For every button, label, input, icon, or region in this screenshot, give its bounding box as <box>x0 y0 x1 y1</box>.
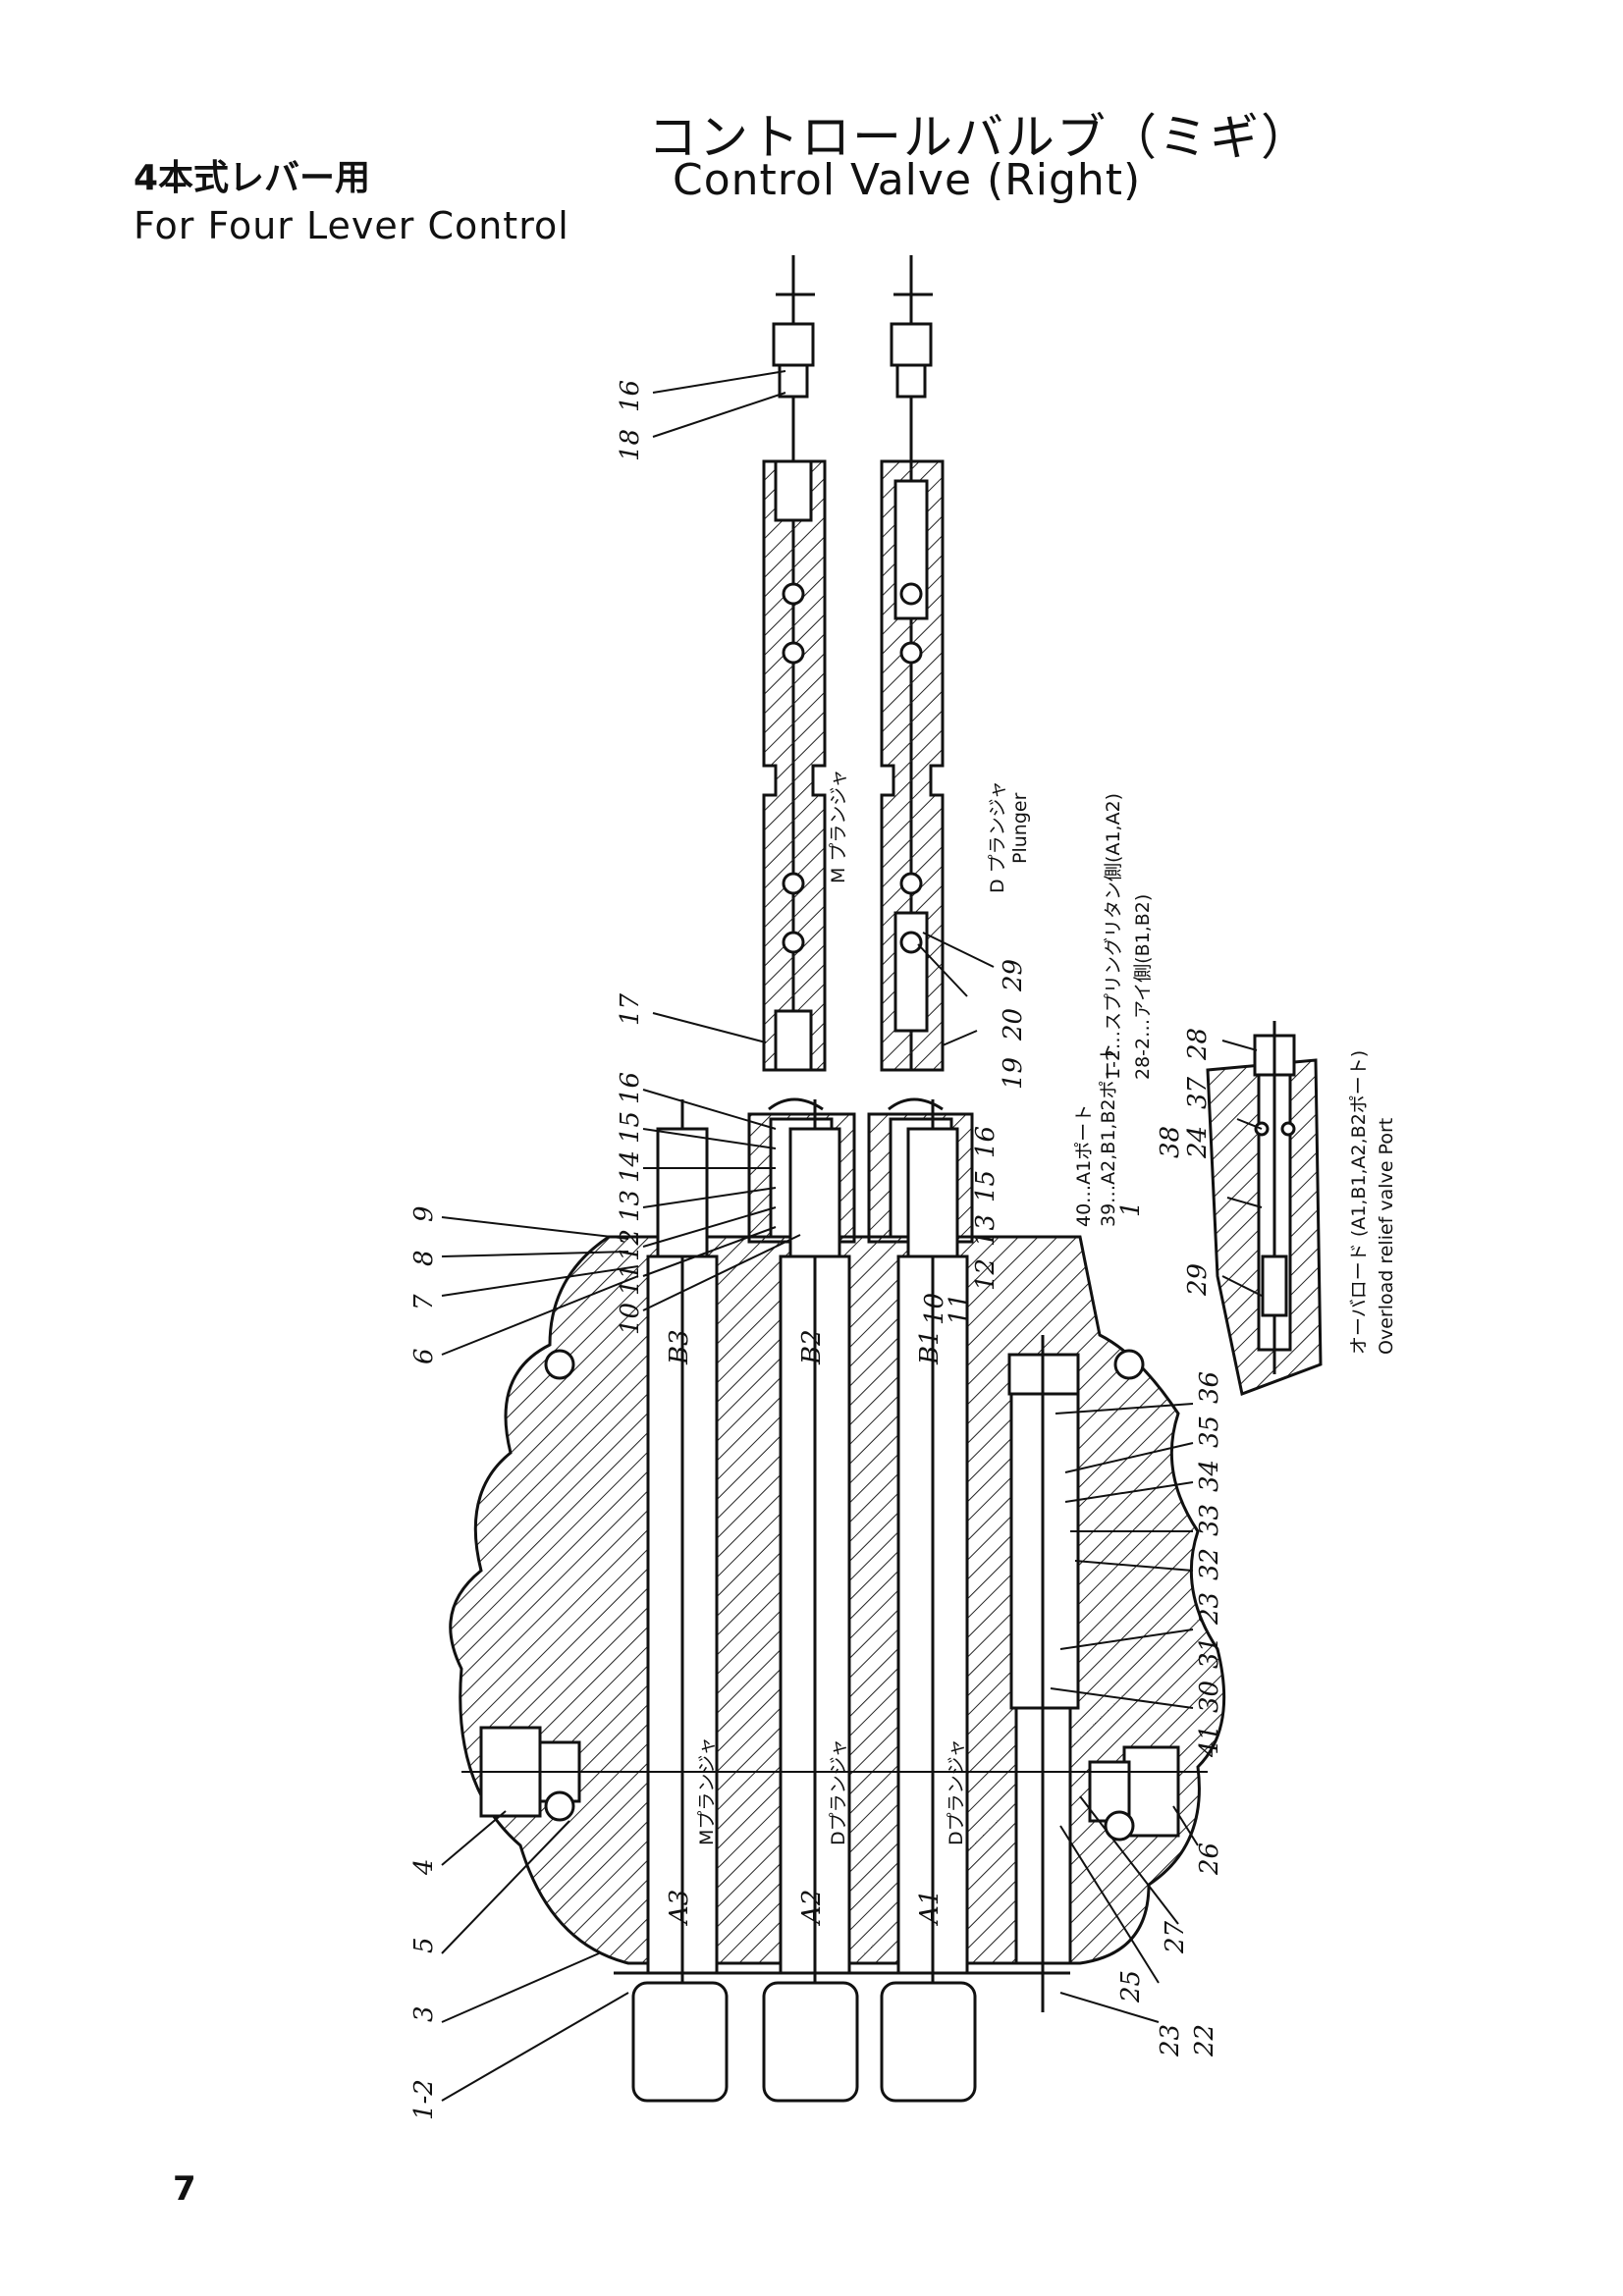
body-callout-27: 27 <box>1161 1920 1190 1954</box>
body-callout-30: 30 <box>1195 1681 1224 1713</box>
body-callout-32: 32 <box>1195 1548 1224 1580</box>
body-callout-23-bottom: 23 <box>1156 2024 1185 2057</box>
body-callout-23-top: 23 <box>1195 1592 1224 1626</box>
relief-callout-37: 37 <box>1183 1076 1213 1109</box>
page-title-english: Control Valve (Right) <box>673 155 1142 205</box>
m-plunger-drawing <box>762 459 827 1072</box>
body-plunger-label-m: Mプランジャ <box>696 1737 718 1845</box>
relief-callout-24: 24 <box>1183 1126 1213 1159</box>
relief-callout-29: 29 <box>1183 1263 1213 1297</box>
spring-return-side-note: 1-2…スプリングリタン側(A1,A2) <box>1103 793 1124 1080</box>
d-plunger-label: D プランジャ <box>987 780 1008 893</box>
body-callout-26: 26 <box>1195 1842 1224 1876</box>
relief-callout-38: 38 <box>1156 1126 1185 1158</box>
body-callout-5: 5 <box>409 1937 439 1953</box>
port-a1-note: 40…A1ポート <box>1073 1104 1095 1227</box>
body-callout-41: 41 <box>1195 1725 1224 1758</box>
body-callout-35: 35 <box>1195 1415 1224 1448</box>
port-label-a1: A1 <box>915 1890 945 1926</box>
page-title-japanese: コントロールバルブ（ミギ） <box>648 109 1312 166</box>
relief-callout-1: 1 <box>1116 1201 1146 1217</box>
seal-right-callout-13: 13 <box>971 1214 1001 1247</box>
body-callout-33: 33 <box>1195 1504 1224 1536</box>
body-callout-4: 4 <box>409 1858 439 1876</box>
body-callout-36: 36 <box>1195 1371 1224 1404</box>
seal-left-callout-16: 16 <box>616 1072 645 1104</box>
overload-english-note: Overload relief valve Port <box>1376 1118 1397 1355</box>
seal-left-callout-15: 15 <box>616 1111 645 1144</box>
body-callout-31: 31 <box>1195 1636 1224 1669</box>
callout-17: 17 <box>616 992 645 1026</box>
callout-29: 29 <box>999 959 1028 992</box>
callout-numbers: 18 16 17 29 20 19 16 15 14 13 12 11 10 1… <box>409 380 1224 2120</box>
seal-right-callout-16: 16 <box>971 1126 1001 1158</box>
port-label-b1: B1 <box>915 1329 945 1365</box>
body-callout-25: 25 <box>1116 1970 1146 2003</box>
callout-19: 19 <box>999 1057 1028 1090</box>
body-callout-22: 22 <box>1190 2024 1219 2057</box>
rotated-annotations: M プランジャ D プランジャ Plunger 1-2…スプリングリタン側(A1… <box>665 770 1397 1926</box>
seal-right-callout-10: 10 <box>920 1293 949 1325</box>
body-callout-34: 34 <box>1195 1460 1224 1492</box>
plunger-english-label: Plunger <box>1009 792 1031 864</box>
callout-16: 16 <box>616 380 645 412</box>
seal-left-callout-12: 12 <box>616 1229 645 1261</box>
port-label-a3: A3 <box>665 1890 694 1926</box>
body-callout-7: 7 <box>409 1294 439 1310</box>
seal-left-callout-10: 10 <box>616 1303 645 1335</box>
port-label-b2: B2 <box>797 1329 827 1365</box>
subtitle-english: For Four Lever Control <box>134 204 569 247</box>
seal-right-callout-11: 11 <box>945 1293 974 1325</box>
seal-right-callout-15: 15 <box>971 1170 1001 1202</box>
body-callout-9: 9 <box>409 1205 439 1222</box>
seal-right-callout-12: 12 <box>971 1258 1001 1291</box>
valve-body-drawing <box>449 1099 1226 2103</box>
relief-callout-28: 28 <box>1183 1028 1213 1061</box>
body-callout-3: 3 <box>409 2005 439 2022</box>
body-callout-8: 8 <box>409 1250 439 1266</box>
overload-relief-valve-drawing <box>1206 1021 1323 1397</box>
callout-18: 18 <box>616 429 645 461</box>
subtitle-japanese: 4本式レバー用 <box>134 158 371 198</box>
upper-rod-ends <box>772 255 933 1070</box>
seal-left-callout-13: 13 <box>616 1190 645 1222</box>
leader-lines <box>441 370 1263 2102</box>
seal-left-callout-14: 14 <box>616 1150 645 1183</box>
port-a2-b-note: 39…A2,B1,B2ポート <box>1098 1042 1119 1227</box>
port-label-a2: A2 <box>797 1890 827 1926</box>
page-number: 7 <box>173 2169 196 2209</box>
body-plunger-label-d2: Dプランジャ <box>946 1738 967 1845</box>
seal-left-callout-11: 11 <box>616 1263 645 1296</box>
overload-japanese-note: オーバロード (A1,B1,A2,B2ポート) <box>1348 1050 1370 1355</box>
d-plunger-drawing <box>880 459 945 1072</box>
body-plunger-label-d1: Dプランジャ <box>828 1738 849 1845</box>
callout-20: 20 <box>999 1008 1028 1041</box>
m-plunger-label: M プランジャ <box>828 770 849 883</box>
body-callout-1-2: 1-2 <box>409 2079 439 2120</box>
port-label-b3: B3 <box>665 1329 694 1365</box>
body-callout-6: 6 <box>409 1348 439 1364</box>
eye-side-note: 28-2…アイ側(B1,B2) <box>1132 894 1154 1080</box>
